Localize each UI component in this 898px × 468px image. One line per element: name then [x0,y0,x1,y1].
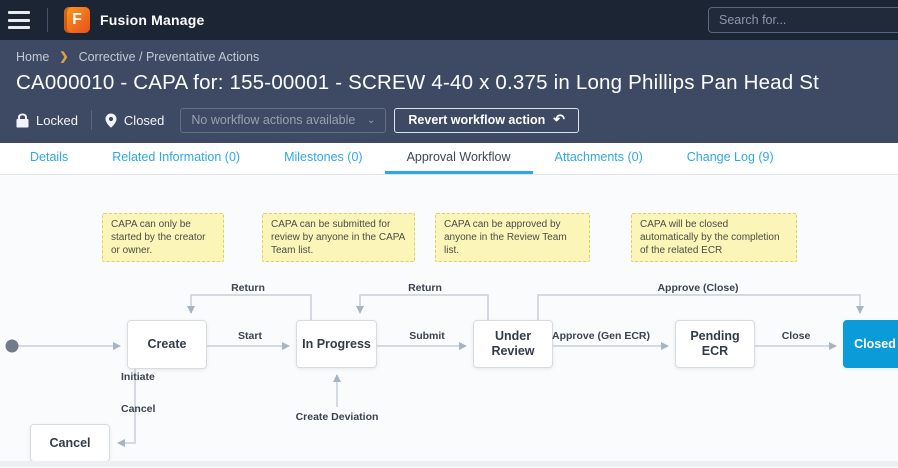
transition-approve-gen-ecr: Approve (Gen ECR) [551,330,651,342]
breadcrumb: Home ❯ Corrective / Preventative Actions [0,40,898,64]
tab-attachments[interactable]: Attachments (0) [554,150,643,164]
record-header: Home ❯ Corrective / Preventative Actions… [0,40,898,143]
state-pending-ecr[interactable]: Pending ECR [675,320,755,368]
approval-workflow-canvas: CAPA can only be started by the creator … [0,175,898,467]
workflow-state-label: Closed [123,112,165,128]
locked-label: Locked [36,112,78,128]
breadcrumb-home-link[interactable]: Home [16,50,50,64]
chevron-down-icon: ⌄ [367,114,376,126]
note-approve: CAPA can be approved by anyone in the Re… [435,213,590,262]
transition-start: Start [238,330,262,342]
status-row: Locked Closed No workflow actions availa… [16,107,898,133]
tab-milestones[interactable]: Milestones (0) [284,150,363,164]
undo-arrow-icon: ↶ [553,111,565,127]
breadcrumb-section-link[interactable]: Corrective / Preventative Actions [78,50,260,64]
hamburger-menu-icon[interactable] [8,11,30,29]
tab-details[interactable]: Details [30,150,69,164]
transition-submit: Submit [409,330,445,342]
breadcrumb-chevron-icon: ❯ [59,50,69,63]
search-input[interactable] [708,7,898,33]
revert-workflow-action-label: Revert workflow action [408,113,546,127]
tab-change-log[interactable]: Change Log (9) [686,150,774,164]
transition-cancel: Cancel [121,403,156,415]
transition-return-to-in-progress: Return [408,282,442,294]
workflow-actions-dropdown-label: No workflow actions available [191,113,356,127]
page-title: CA000010 - CAPA for: 155-00001 - SCREW 4… [16,71,820,94]
note-create: CAPA can only be started by the creator … [102,213,224,262]
fusion-logo-letter: F [72,11,82,28]
transition-close: Close [781,330,811,342]
status-separator [90,110,92,130]
state-in-progress[interactable]: In Progress [296,320,377,368]
workflow-state-status: Closed [105,113,164,128]
revert-workflow-action-button[interactable]: Revert workflow action ↶ [394,107,579,133]
fusion-logo-icon[interactable]: F [64,7,90,33]
state-create[interactable]: Create [127,320,207,369]
note-submit: CAPA can be submitted for review by anyo… [262,213,415,262]
transition-initiate: Initiate [121,371,155,383]
workflow-actions-dropdown[interactable]: No workflow actions available ⌄ [180,107,387,133]
transition-approve-close: Approve (Close) [657,282,739,294]
lock-icon [16,113,29,127]
topbar-divider [47,8,48,32]
app-title: Fusion Manage [100,12,205,28]
state-closed[interactable]: Closed [843,320,898,368]
transition-create-deviation: Create Deviation [295,411,379,423]
transition-return-to-create: Return [231,282,265,294]
note-close: CAPA will be closed automatically by the… [631,213,797,262]
top-bar: F Fusion Manage [0,0,898,40]
state-under-review[interactable]: Under Review [473,320,553,368]
workflow-connectors [5,294,864,447]
tab-approval-workflow[interactable]: Approval Workflow [384,143,533,174]
tab-bar: Details Related Information (0) Mileston… [0,143,898,175]
locked-status: Locked [16,113,78,128]
state-cancel[interactable]: Cancel [30,424,110,462]
bottom-strip [0,461,898,467]
workflow-start-node [5,339,19,353]
state-pin-icon [105,113,117,128]
tab-related-information[interactable]: Related Information (0) [112,150,241,164]
